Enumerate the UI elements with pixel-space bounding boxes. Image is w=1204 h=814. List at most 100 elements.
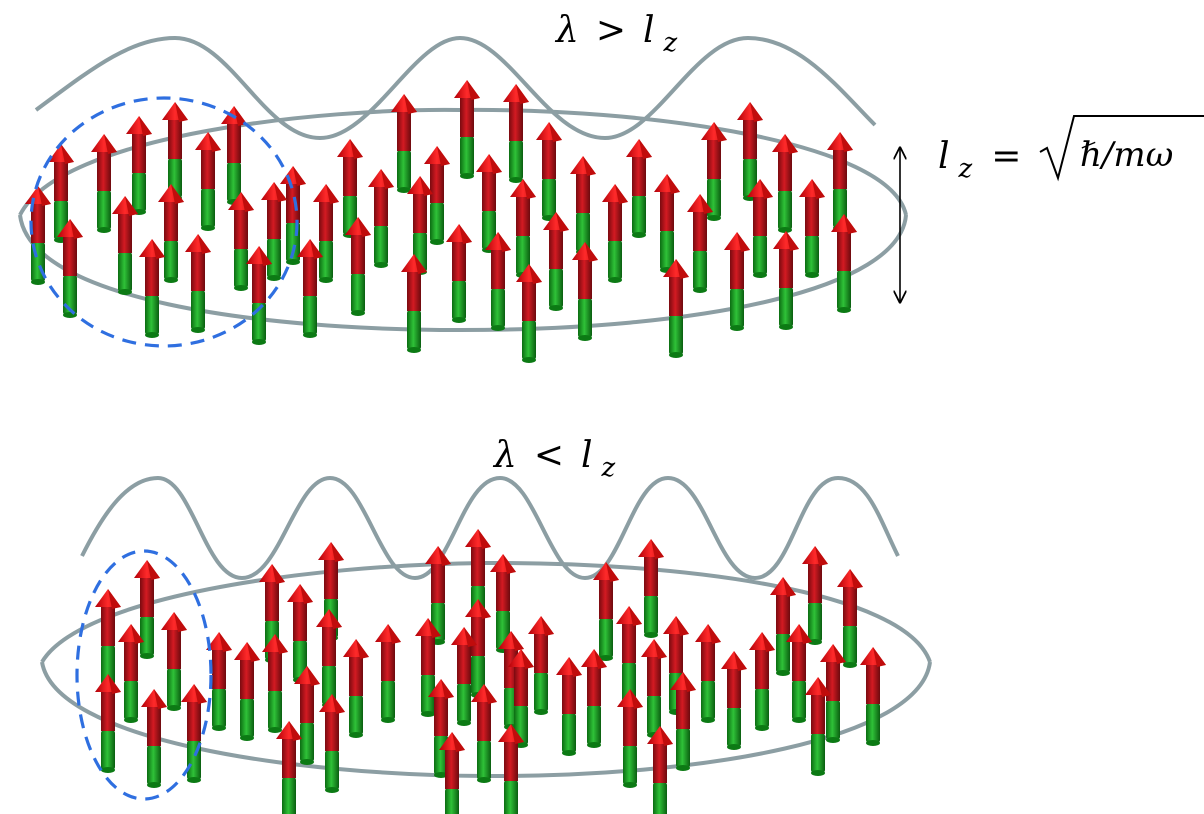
- spin-arrow-icon: [572, 242, 598, 341]
- spin-arrow-icon: [641, 639, 667, 738]
- coherence-domain-top: [29, 96, 299, 348]
- spin-arrow-icon: [162, 102, 188, 201]
- spin-arrow-icon: [543, 212, 569, 311]
- spin-arrow-icon: [195, 132, 221, 231]
- wavelength-label-top: λ > l z: [554, 10, 678, 58]
- spin-arrow-icon: [805, 677, 831, 776]
- spin-arrow-icon: [391, 94, 417, 193]
- spin-arrow-icon: [428, 679, 454, 778]
- wavelength-label-bottom: λ < l z: [492, 435, 616, 483]
- spin-arrow-icon: [401, 254, 427, 353]
- svg-text:λ > l: λ > l z: [554, 10, 678, 58]
- less-than-symbol: <: [534, 435, 564, 476]
- spin-arrow-icon: [749, 632, 775, 731]
- spin-arrow-icon: [831, 214, 857, 313]
- spin-arrow-icon: [446, 224, 472, 323]
- spin-arrow-icon: [503, 84, 529, 183]
- spin-arrow-icon: [570, 156, 596, 255]
- spin-arrow-icon: [556, 657, 582, 756]
- spin-layer-top: [25, 80, 857, 363]
- spin-arrow-icon: [820, 644, 846, 743]
- spin-arrow-icon: [118, 624, 144, 723]
- formula-z-subscript: z: [958, 154, 973, 184]
- svg-text:l z =: l z =: [938, 136, 1021, 185]
- spin-arrow-icon: [158, 184, 184, 283]
- spin-arrow-icon: [276, 721, 302, 814]
- spin-arrow-icon: [510, 179, 536, 278]
- spin-arrow-icon: [485, 232, 511, 331]
- spin-arrow-icon: [617, 689, 643, 788]
- spin-arrow-icon: [337, 139, 363, 238]
- spin-arrow-icon: [345, 217, 371, 316]
- l-symbol: l: [581, 435, 593, 476]
- z-subscript: z: [663, 28, 678, 58]
- spin-arrow-icon: [424, 146, 450, 245]
- spin-arrow-icon: [770, 577, 796, 676]
- spin-arrow-icon: [206, 632, 232, 731]
- spin-arrow-icon: [670, 672, 696, 771]
- spin-arrow-icon: [439, 732, 465, 814]
- spin-arrow-icon: [91, 134, 117, 233]
- lambda-symbol: λ: [492, 435, 517, 476]
- spin-arrow-icon: [134, 560, 160, 659]
- spin-arrow-icon: [799, 179, 825, 278]
- sqrt-sign-icon: [1039, 115, 1204, 182]
- lambda-symbol: λ: [554, 10, 579, 51]
- spin-arrow-icon: [701, 122, 727, 221]
- spin-arrow-icon: [415, 618, 441, 717]
- spin-arrow-icon: [581, 649, 607, 748]
- spin-arrow-icon: [860, 647, 886, 746]
- spin-arrow-icon: [294, 666, 320, 765]
- density-wave-bottom: [80, 475, 900, 581]
- spin-arrow-icon: [313, 184, 339, 283]
- spin-arrow-icon: [827, 132, 853, 231]
- spin-arrow-icon: [287, 584, 313, 683]
- spin-arrow-icon: [112, 196, 138, 295]
- spin-arrow-icon: [185, 234, 211, 333]
- spin-arrow-icon: [141, 689, 167, 788]
- panel-bottom: λ < l z: [40, 435, 932, 814]
- coherence-domain-bottom: [75, 549, 213, 801]
- spin-arrow-icon: [375, 624, 401, 723]
- spin-arrow-icon: [654, 174, 680, 273]
- spin-arrow-icon: [802, 546, 828, 645]
- spin-arrow-icon: [316, 609, 342, 708]
- formula-l-symbol: l: [938, 136, 950, 177]
- spin-arrow-icon: [721, 651, 747, 750]
- spin-arrow-icon: [319, 694, 345, 793]
- spin-arrow-icon: [786, 624, 812, 723]
- spin-arrow-icon: [57, 219, 83, 318]
- spin-arrow-icon: [368, 169, 394, 268]
- spin-arrow-icon: [528, 616, 554, 715]
- spin-arrow-icon: [95, 674, 121, 773]
- spin-arrow-icon: [262, 634, 288, 733]
- spin-arrow-icon: [837, 569, 863, 668]
- spin-arrow-icon: [297, 239, 323, 338]
- spin-arrow-icon: [695, 624, 721, 723]
- spin-arrow-icon: [451, 627, 477, 726]
- spin-arrow-icon: [602, 184, 628, 283]
- spin-arrow-icon: [234, 642, 260, 741]
- spin-arrow-icon: [126, 116, 152, 215]
- spin-arrow-icon: [773, 231, 799, 330]
- spin-arrow-icon: [343, 639, 369, 738]
- spin-arrow-icon: [724, 232, 750, 331]
- spin-arrow-icon: [95, 589, 121, 688]
- spin-arrow-icon: [246, 246, 272, 345]
- density-wave-top: [34, 35, 877, 141]
- spin-arrow-icon: [498, 724, 524, 814]
- spin-arrow-icon: [516, 264, 542, 363]
- spin-arrow-icon: [663, 259, 689, 358]
- panel-top: λ > l z l z = ℏ/mω: [18, 10, 1204, 363]
- spin-arrow-icon: [139, 239, 165, 338]
- radicand-text: ℏ/mω: [1080, 135, 1173, 175]
- spin-layer-bottom: [95, 529, 886, 814]
- spin-arrow-icon: [161, 612, 187, 711]
- spin-arrow-icon: [261, 182, 287, 281]
- spin-arrow-icon: [471, 684, 497, 783]
- spin-arrow-icon: [626, 139, 652, 238]
- spin-arrow-icon: [647, 726, 673, 814]
- greater-than-symbol: >: [596, 10, 626, 51]
- spin-arrow-icon: [536, 122, 562, 221]
